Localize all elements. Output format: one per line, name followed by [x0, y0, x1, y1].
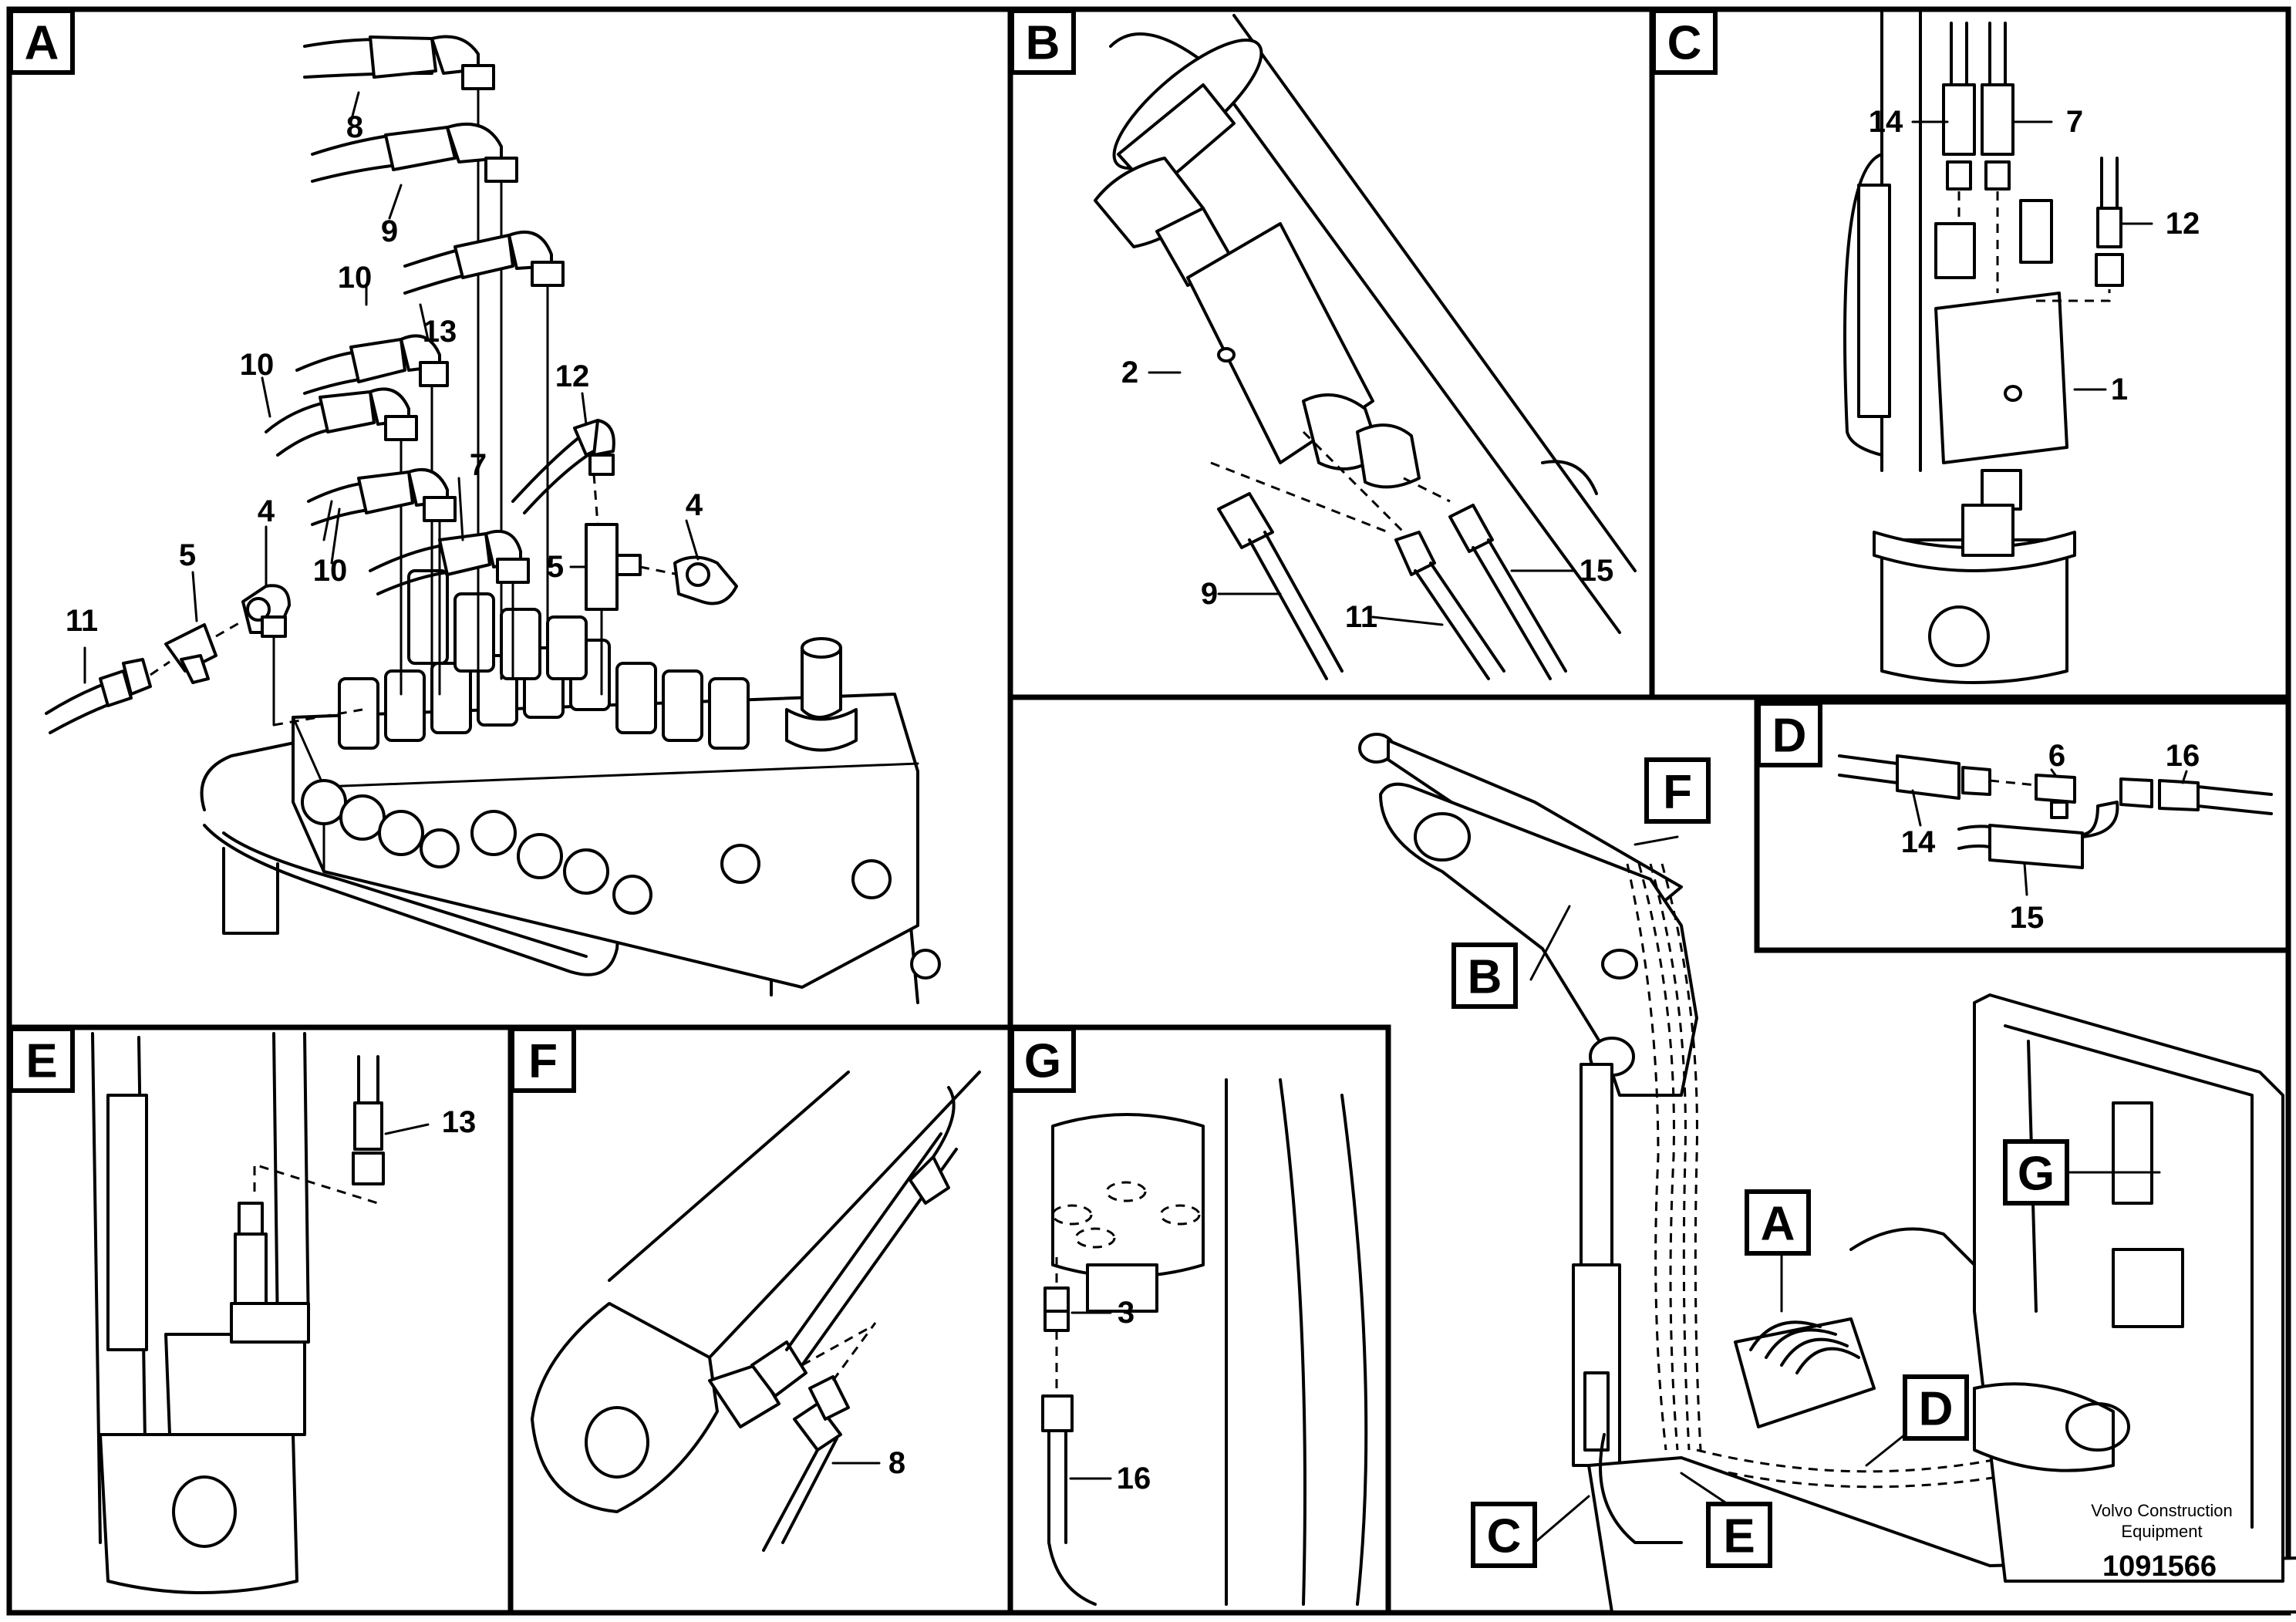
panel-label-e: E — [8, 1027, 75, 1093]
panel-label-b: B — [1010, 8, 1076, 75]
callout-a-4-left: 4 — [258, 494, 275, 528]
panel-label-d-text: D — [1772, 710, 1807, 763]
panel-g-drawing — [1041, 1078, 1368, 1606]
panel-label-b-text: B — [1026, 17, 1060, 70]
panel-label-a-text: A — [25, 17, 59, 70]
callout-a-4-right: 4 — [686, 488, 703, 522]
swing-cylinder-g — [1051, 1113, 1205, 1278]
overview-label-f: F — [1644, 757, 1711, 824]
overview-label-g-text: G — [2018, 1148, 2055, 1201]
callout-c-14: 14 — [1869, 105, 1903, 139]
overview-label-c-text: C — [1487, 1510, 1522, 1563]
footer-doc-number: 1091566 — [2102, 1550, 2217, 1583]
footer-company-line1: Volvo Construction — [2091, 1501, 2232, 1520]
callout-f-8: 8 — [888, 1446, 905, 1480]
callout-d-15: 15 — [2010, 901, 2045, 935]
overview-label-g: G — [2003, 1139, 2069, 1206]
panel-f-drawing — [531, 1071, 981, 1552]
callout-c-12: 12 — [2166, 207, 2200, 241]
callout-e-13: 13 — [442, 1105, 477, 1139]
tee-fitting-right — [585, 523, 619, 611]
panel-label-f-text: F — [528, 1035, 558, 1088]
panel-d-drawing — [1838, 754, 2273, 896]
panel-b-drawing — [1094, 14, 1637, 680]
overview-label-b-text: B — [1468, 951, 1502, 1004]
overview-label-b: B — [1451, 943, 1518, 1009]
overview-label-f-text: F — [1663, 766, 1692, 819]
callout-a-10-left: 10 — [240, 348, 275, 382]
panel-d-frame — [1754, 699, 2291, 953]
overview-label-e-text: E — [1723, 1510, 1755, 1563]
panel-label-c-text: C — [1667, 17, 1702, 70]
callout-c-1: 1 — [2111, 373, 2128, 406]
callout-a-8: 8 — [346, 110, 363, 144]
footer-company-line2: Equipment — [2121, 1522, 2202, 1541]
tee-fitting-6 — [2035, 774, 2076, 804]
callout-d-16: 16 — [2166, 739, 2200, 773]
callout-a-12: 12 — [555, 359, 590, 393]
overview-label-c: C — [1471, 1502, 1537, 1568]
callout-b-9: 9 — [1201, 577, 1218, 611]
valve-block — [292, 693, 919, 989]
overview-label-a: A — [1745, 1189, 1811, 1256]
callout-a-10-low: 10 — [313, 554, 348, 588]
callout-a-9: 9 — [381, 214, 398, 248]
panel-g-frame — [1007, 1024, 1391, 1616]
callout-b-11: 11 — [1345, 600, 1377, 634]
panel-a-drawing — [45, 35, 941, 1004]
callout-a-7: 7 — [470, 448, 487, 482]
callout-c-7: 7 — [2066, 105, 2083, 139]
callout-g-16: 16 — [1117, 1462, 1151, 1496]
overview-label-a-text: A — [1761, 1198, 1795, 1251]
panel-label-f: F — [510, 1027, 576, 1093]
callout-d-14: 14 — [1901, 825, 1936, 859]
callout-a-10-top: 10 — [338, 261, 373, 295]
overview-label-e: E — [1706, 1502, 1772, 1568]
callout-g-3: 3 — [1118, 1296, 1135, 1330]
panel-e-drawing — [91, 1032, 430, 1594]
panel-c-drawing — [1843, 10, 2153, 684]
panel-label-a: A — [8, 8, 75, 75]
callout-d-6: 6 — [2048, 739, 2065, 773]
valve-1 — [1934, 292, 2068, 464]
panel-label-d: D — [1756, 701, 1822, 767]
panel-label-g-text: G — [1024, 1035, 1061, 1088]
callout-a-13: 13 — [423, 315, 457, 349]
callout-a-5-left: 5 — [179, 538, 196, 572]
panel-f-frame — [507, 1024, 1013, 1616]
overview-label-d: D — [1903, 1374, 1969, 1441]
callout-b-15: 15 — [1580, 554, 1614, 588]
panel-label-c: C — [1651, 8, 1718, 75]
machine-overview — [1358, 733, 2296, 1614]
callout-a-5-right: 5 — [547, 550, 564, 584]
overview-label-d-text: D — [1919, 1383, 1954, 1436]
panel-label-e-text: E — [25, 1035, 57, 1088]
panel-label-g: G — [1010, 1027, 1076, 1093]
callout-a-11: 11 — [66, 604, 98, 638]
callout-b-2: 2 — [1121, 356, 1138, 389]
